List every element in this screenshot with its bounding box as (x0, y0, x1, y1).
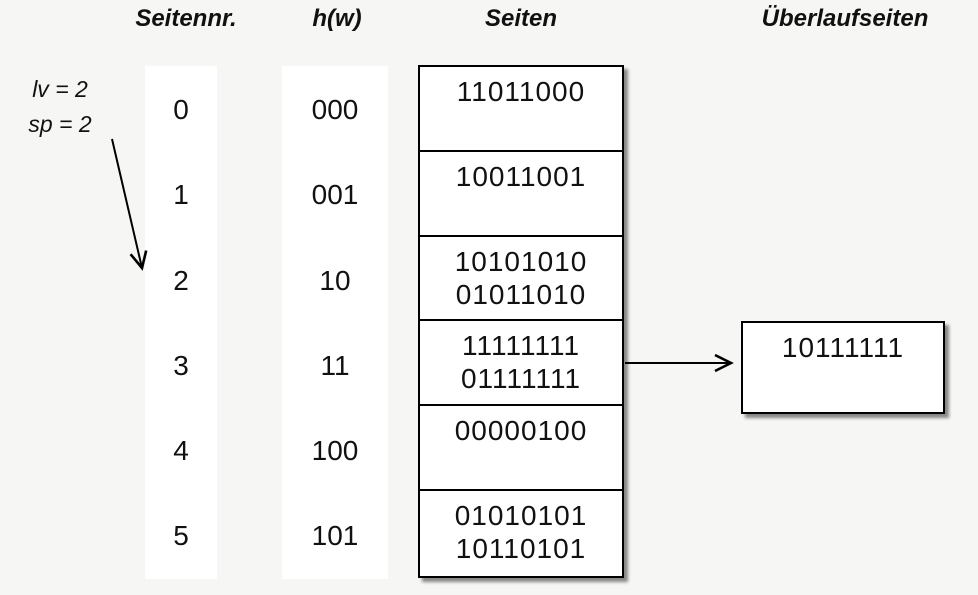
annotation-lv: lv = 2 (32, 76, 88, 102)
page-entry-empty (420, 193, 622, 226)
page-number: 3 (173, 350, 189, 381)
page-entry: 11111111 (461, 330, 581, 362)
page-row: 10011001 (420, 152, 622, 237)
overflow-entry: 10111111 (781, 332, 905, 363)
page-number-column (145, 66, 217, 579)
header-seitennr: Seitennr. (135, 5, 237, 32)
page-entry-empty (420, 447, 622, 480)
overflow-entry-empty (743, 364, 943, 397)
hash-value: 10 (319, 265, 351, 296)
overflow-page-box: 10111111 (741, 321, 945, 414)
hash-value: 100 (311, 435, 359, 466)
page-entry-empty (420, 108, 622, 141)
pages-table: 11011000 10011001 10101010 01011010 1111… (418, 65, 624, 578)
page-row: 00000100 (420, 406, 622, 491)
header-ueberlaufseiten: Überlaufseiten (761, 5, 929, 32)
page-number: 2 (173, 265, 189, 296)
page-row: 10101010 01011010 (420, 237, 622, 322)
page-entry: 10101010 (454, 245, 588, 277)
hash-value: 000 (311, 94, 359, 125)
page-entry: 01111111 (460, 363, 582, 395)
page-number: 0 (173, 94, 189, 125)
state-annotation: lv = 2 sp = 2 (16, 72, 104, 142)
page-entry: 10110101 (455, 532, 587, 564)
page-entry: 10011001 (455, 160, 587, 192)
header-hw: h(w) (312, 5, 362, 32)
page-number: 5 (173, 520, 189, 551)
hash-value-column (282, 66, 388, 579)
page-entry: 00000100 (454, 415, 588, 447)
header-seiten: Seiten (484, 5, 558, 32)
page-entry: 01011010 (455, 278, 587, 310)
page-entry: 11011000 (456, 76, 586, 107)
page-entry: 01010101 (454, 499, 588, 531)
page-number: 4 (173, 435, 189, 466)
hash-value: 11 (320, 350, 350, 381)
page-row: 11011000 (420, 67, 622, 152)
page-row: 01010101 10110101 (420, 491, 622, 576)
lv-pointer-arrow (111, 138, 148, 271)
page-number: 1 (173, 179, 189, 210)
hash-value: 101 (311, 520, 359, 551)
annotation-sp: sp = 2 (28, 111, 92, 137)
hash-value: 001 (311, 179, 359, 210)
page-row: 11111111 01111111 (420, 321, 622, 407)
